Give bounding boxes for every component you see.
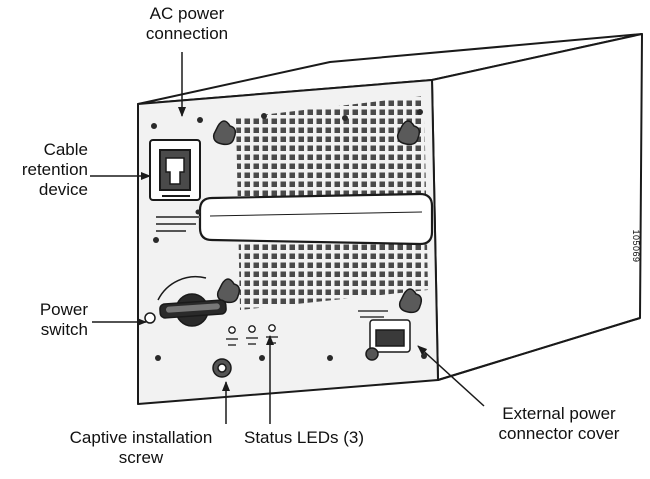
- label-cable-retention-device: Cable retention device: [8, 140, 88, 200]
- label-ac-power-connection: AC power connection: [130, 4, 244, 44]
- panel-screw: [261, 113, 267, 119]
- label-line: retention: [21, 160, 88, 179]
- thumb-knob-icon: [212, 120, 237, 146]
- label-external-power-connector-cover: External power connector cover: [478, 404, 640, 444]
- ac-rating-text: [156, 216, 200, 232]
- panel-screw: [342, 115, 348, 121]
- panel-screws: [151, 109, 427, 361]
- thumb-knobs: [212, 120, 423, 314]
- panel-screw: [417, 109, 423, 115]
- label-line: switch: [40, 320, 88, 339]
- label-line: Status LEDs (3): [244, 428, 364, 447]
- status-led: [268, 324, 276, 332]
- panel-screw: [151, 123, 157, 129]
- thumb-knob-icon: [398, 288, 423, 314]
- label-line: device: [38, 180, 88, 199]
- label-captive-installation-screw: Captive installation screw: [48, 428, 234, 468]
- label-line: Captive installation: [69, 428, 213, 447]
- status-led: [248, 325, 256, 333]
- status-led: [228, 326, 236, 334]
- external-connector-cover: [365, 319, 411, 361]
- ac-inlet: [149, 139, 201, 201]
- leader-arrows: [90, 52, 485, 424]
- carry-handle: [198, 192, 434, 246]
- panel-screw: [155, 355, 161, 361]
- connector-rating-text: [358, 310, 388, 318]
- label-line: AC power: [149, 4, 225, 23]
- status-leds: [228, 324, 276, 334]
- panel-screw: [195, 209, 201, 215]
- label-line: connection: [145, 24, 229, 43]
- label-status-leds: Status LEDs (3): [244, 428, 364, 448]
- thumb-knob-icon: [396, 120, 421, 146]
- label-line: Cable: [43, 140, 88, 159]
- arrow-external-connector: [417, 345, 485, 407]
- label-line: connector cover: [498, 424, 620, 443]
- panel-screw: [259, 355, 265, 361]
- label-line: screw: [118, 448, 164, 467]
- figure-id: 105069: [631, 229, 641, 263]
- label-power-switch: Power switch: [8, 300, 88, 340]
- captive-screw: [212, 358, 232, 378]
- panel-screw: [327, 355, 333, 361]
- panel-screw: [197, 117, 203, 123]
- label-line: Power: [39, 300, 88, 319]
- label-line: External power: [502, 404, 616, 423]
- panel-screw: [153, 237, 159, 243]
- chassis-bottom-edge: [437, 317, 641, 381]
- power-switch: [144, 275, 227, 327]
